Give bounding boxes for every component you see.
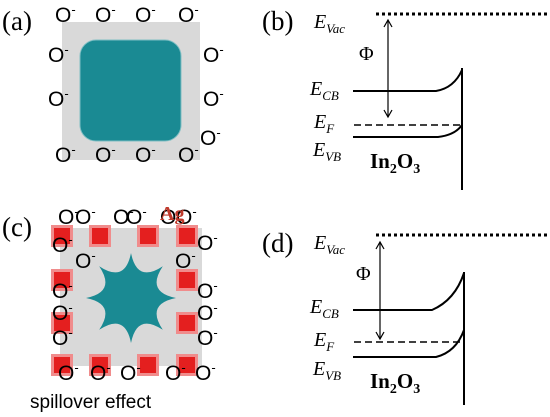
arrow-head-up (383, 18, 393, 28)
oxygen-ion: O- (95, 142, 116, 167)
panel-c: (c) O-O-O-O-O-O-O-O-O-O-O-O-O-O-O-O-O-O-… (2, 203, 218, 413)
phi-label: Φ (359, 43, 374, 65)
ag-particle (54, 315, 70, 331)
phi-label: Φ (356, 263, 371, 285)
oxygen-ion: O- (48, 86, 69, 111)
oxygen-ion: O- (175, 248, 196, 273)
oxygen-ion: O- (203, 86, 224, 111)
e-cb-label: ECB (309, 78, 339, 103)
arrow-head-down (383, 109, 393, 119)
ag-particle (92, 228, 108, 244)
arrow-head-down (375, 331, 385, 341)
ag-particle (179, 315, 195, 331)
oxygen-ion: O- (197, 278, 218, 303)
oxygen-ions-a: O-O-O-O-O-O-O-O-O-O-O-O-O- (48, 2, 224, 167)
ag-particle (140, 357, 156, 373)
e-vac-label: EVac (313, 11, 345, 36)
oxygen-ion: O- (52, 325, 73, 350)
oxygen-ion: O- (197, 325, 218, 350)
panel-a: (a) O-O-O-O-O-O-O-O-O-O-O-O-O- (2, 2, 224, 167)
oxygen-ion: O- (135, 2, 156, 27)
oxygen-ion: O- (95, 2, 116, 27)
ag-particle (92, 357, 108, 373)
arrow-head-up (375, 240, 385, 250)
oxygen-ion: O- (176, 204, 197, 229)
oxygen-ion: O- (200, 125, 221, 150)
e-cb-label: ECB (309, 296, 339, 321)
oxygen-ion: O- (197, 300, 218, 325)
oxygen-ion: O- (126, 204, 147, 229)
valence-band-edge (353, 124, 463, 138)
ag-particle (54, 357, 70, 373)
oxygen-ion: O- (58, 360, 79, 385)
oxygen-ion: O- (55, 2, 76, 27)
oxygen-ions-c: O-O-O-O-O-O-O-O-O-O-O-O-O-O-O-O-O-O-O-O-… (52, 204, 218, 385)
spillover-caption: spillover effect (30, 392, 152, 413)
oxygen-ion: O- (75, 204, 96, 229)
panel-d: (d) EVac Φ ECB EF EVB In2O3 (262, 228, 548, 405)
oxygen-ion: O- (48, 42, 69, 67)
panel-a-label: (a) (2, 6, 32, 36)
oxygen-ion: O- (203, 42, 224, 67)
ag-label: Ag (160, 203, 184, 225)
oxygen-ion: O- (165, 360, 186, 385)
oxygen-ion: O- (55, 142, 76, 167)
ag-nanoparticles (51, 225, 198, 376)
valence-band-edge (353, 329, 465, 358)
material-label: In2O3 (370, 369, 420, 397)
oxygen-ion: O- (160, 204, 181, 229)
in2o3-grain-shrunken (86, 253, 176, 343)
e-vb-label: EVB (312, 139, 341, 164)
oxygen-ion: O- (90, 360, 111, 385)
e-f-label: EF (313, 329, 335, 354)
ag-particle (54, 272, 70, 288)
oxygen-ion: O- (178, 2, 199, 27)
conduction-band-edge (353, 69, 463, 92)
oxygen-ion: O- (135, 142, 156, 167)
oxygen-ion: O- (52, 278, 73, 303)
panel-c-label: (c) (2, 212, 32, 242)
oxygen-ion: O- (75, 248, 96, 273)
ag-particle (140, 228, 156, 244)
panel-d-label: (d) (262, 228, 293, 258)
e-f-label: EF (313, 111, 335, 136)
panel-b-label: (b) (262, 6, 293, 36)
panel-b: (b) EVac Φ ECB EF EVB In2O3 (262, 6, 548, 190)
oxygen-ion: O- (113, 204, 134, 229)
oxygen-ion: O- (197, 230, 218, 255)
oxygen-ion: O- (52, 300, 73, 325)
material-label: In2O3 (370, 149, 420, 177)
ag-particle (179, 272, 195, 288)
oxygen-ion: O- (195, 360, 216, 385)
conduction-band-edge (353, 272, 465, 311)
oxygen-ion: O- (52, 232, 73, 257)
e-vb-label: EVB (312, 358, 341, 383)
oxygen-ion: O- (58, 204, 79, 229)
oxygen-ion: O- (120, 360, 141, 385)
ag-particle (54, 228, 70, 244)
e-vac-label: EVac (313, 232, 345, 257)
ag-particle (179, 357, 195, 373)
in2o3-grain (79, 39, 182, 142)
ag-particle (179, 228, 195, 244)
oxygen-ion: O- (178, 142, 199, 167)
